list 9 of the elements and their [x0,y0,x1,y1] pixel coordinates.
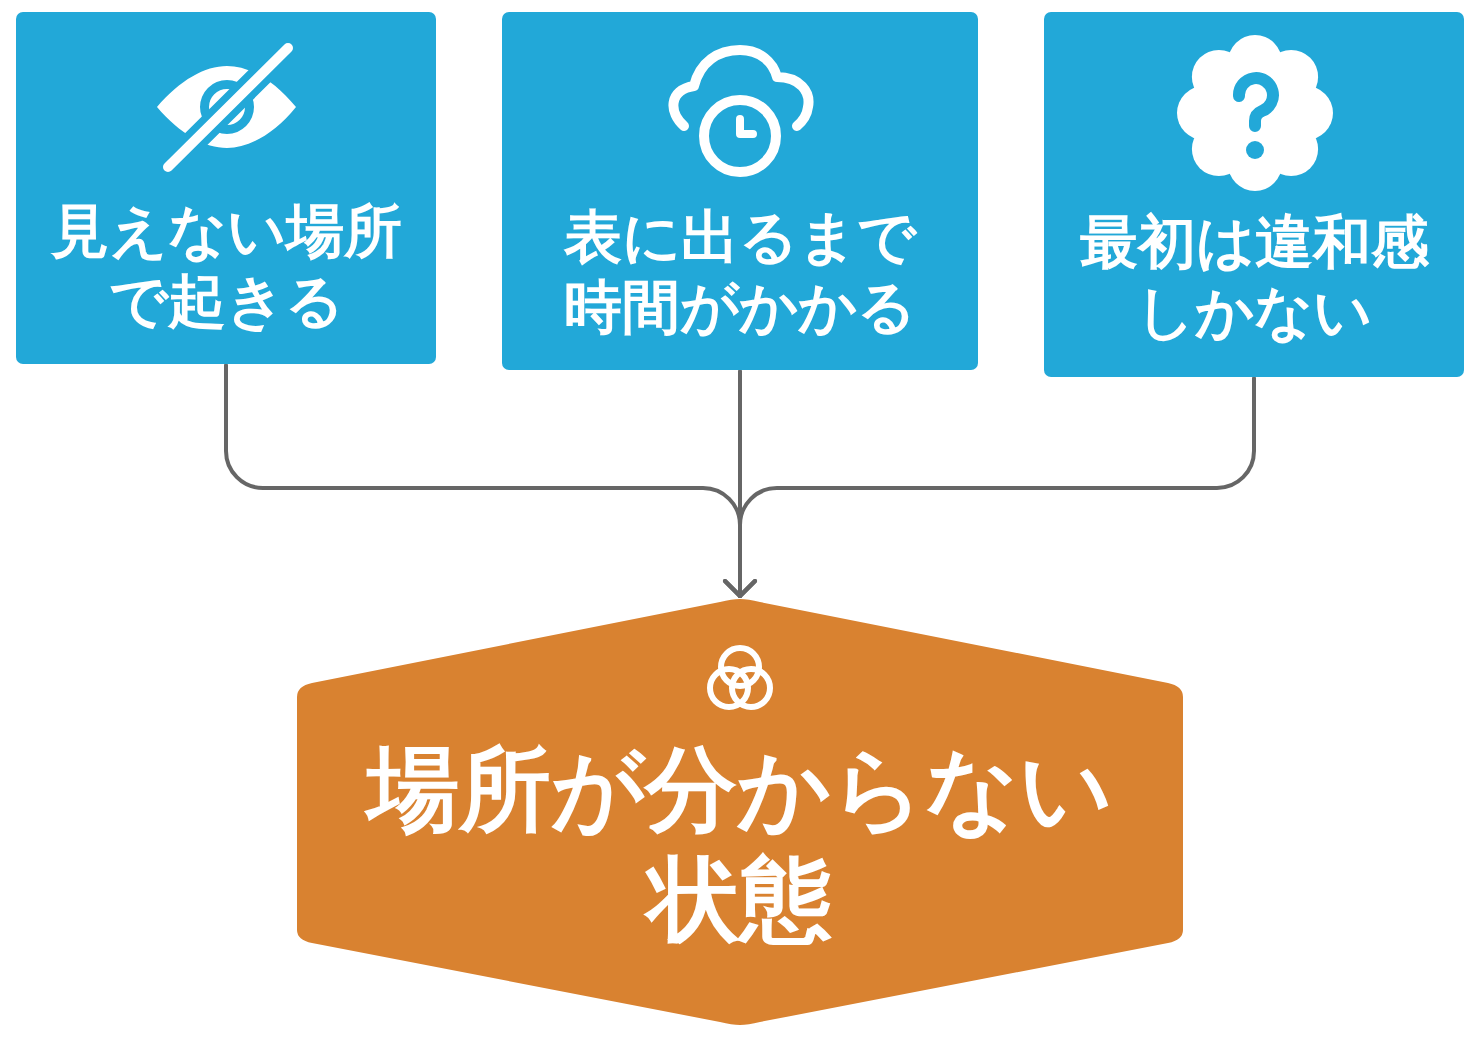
process-box [1044,12,1464,377]
process-box [502,12,978,370]
node-label: 表に出るまで時間がかかる [563,203,918,343]
node-label: 最初は違和感しかない [1078,208,1430,348]
hexagon-box [297,598,1183,1026]
node-label: 場所が分からない状態 [351,735,1129,956]
process-box [16,12,436,364]
connector-arrow [723,376,1256,598]
node-label: 見えない場所で起きる [49,197,403,337]
